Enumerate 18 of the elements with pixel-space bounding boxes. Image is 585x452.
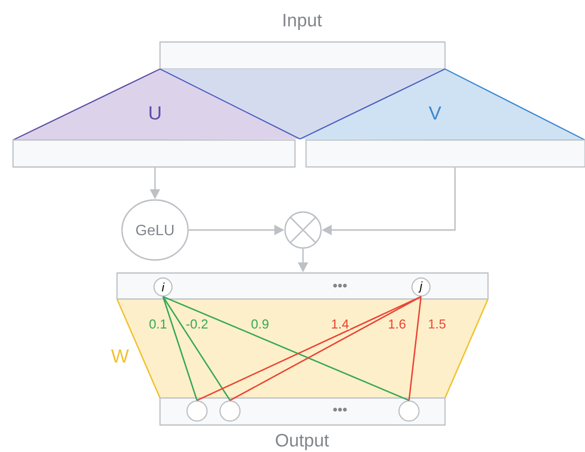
unit-circle <box>219 400 241 422</box>
unit-circle <box>398 400 420 422</box>
connection-line <box>162 296 410 402</box>
node-label: Output <box>276 434 329 450</box>
unit-circle <box>186 400 208 422</box>
projection-triangle: V <box>300 68 585 141</box>
region-label: W <box>111 349 129 363</box>
connection-line <box>408 296 422 400</box>
multiply-circle <box>284 211 322 249</box>
bar-box <box>305 139 585 168</box>
weight-label: 1.4 <box>330 318 350 330</box>
connection-line <box>162 296 231 401</box>
connection-line <box>196 296 422 402</box>
bar-box: Input <box>159 14 446 70</box>
node-label: Input <box>284 14 322 30</box>
connection-line <box>230 296 422 402</box>
connection-line <box>162 296 198 401</box>
bar-box <box>12 139 296 168</box>
